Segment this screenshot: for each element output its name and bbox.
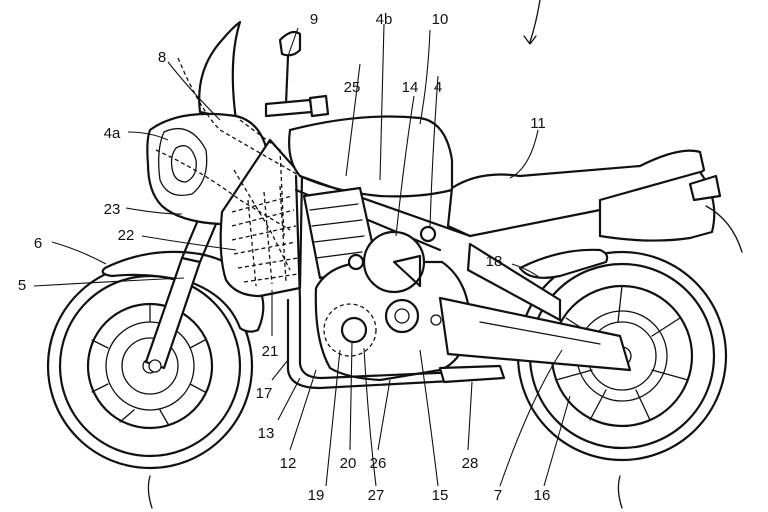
section-arrow-top [523, 0, 541, 45]
rear-fender [518, 248, 609, 279]
ref-label-7: 7 [494, 487, 502, 504]
ref-label-23: 23 [104, 201, 121, 218]
front-fork [144, 218, 218, 373]
ref-label-28: 28 [462, 455, 479, 472]
ref-label-9: 9 [310, 11, 318, 28]
ref-label-5: 5 [18, 277, 26, 294]
ref-label-27: 27 [368, 487, 385, 504]
leader-lines [33, 23, 571, 487]
intake-duct [155, 57, 301, 271]
ref-label-22: 22 [118, 227, 135, 244]
ref-label-21: 21 [262, 343, 279, 360]
section-mark-front [147, 475, 153, 509]
ref-label-26: 26 [370, 455, 387, 472]
ref-label-6: 6 [34, 235, 42, 252]
ref-label-4: 4 [434, 79, 442, 96]
fuel-tank [288, 115, 454, 198]
ref-label-17: 17 [256, 385, 273, 402]
ref-label-12: 12 [280, 455, 297, 472]
ref-label-4b: 4b [376, 11, 393, 28]
seat-tail [446, 149, 743, 253]
swing-arm [438, 242, 632, 372]
ref-label-16: 16 [534, 487, 551, 504]
ref-label-13: 13 [258, 425, 275, 442]
ref-label-15: 15 [432, 487, 449, 504]
ref-label-18: 18 [486, 253, 503, 270]
reference-labels: 9 4b 10 8 25 14 4 11 4a 23 22 6 5 18 21 … [18, 11, 551, 504]
ref-label-10: 10 [432, 11, 449, 28]
mirror-handlebar [264, 30, 330, 118]
ref-label-4a: 4a [104, 125, 121, 142]
ref-label-19: 19 [308, 487, 325, 504]
ref-label-14: 14 [402, 79, 419, 96]
engine [302, 186, 472, 382]
ref-label-11: 11 [530, 115, 546, 132]
section-mark-rear [617, 475, 623, 509]
ref-label-8: 8 [158, 49, 166, 66]
ref-label-25: 25 [344, 79, 361, 96]
ref-label-20: 20 [340, 455, 357, 472]
